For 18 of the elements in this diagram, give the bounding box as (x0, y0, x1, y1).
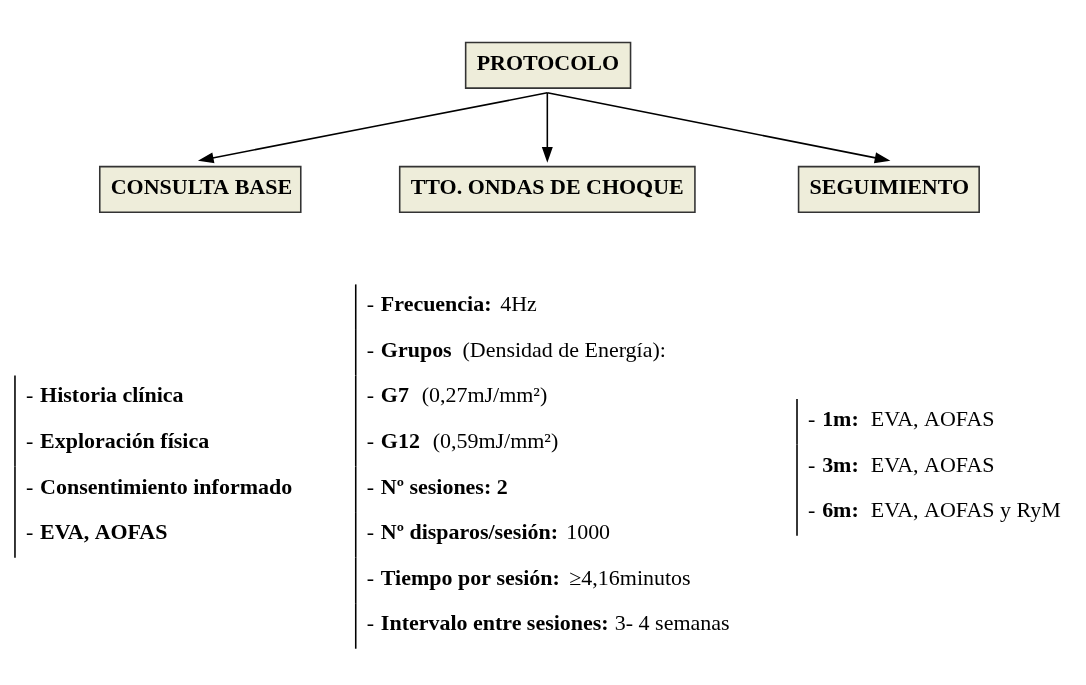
node-label: - 6m: EVA, AOFAS y RyM (808, 497, 1061, 523)
node-label: - Frecuencia: 4Hz (366, 291, 537, 317)
node-label: - G12 (0,59mJ/mm²) (366, 428, 559, 454)
node-label: - Historia clínica (25, 382, 184, 408)
node-label: - Nº disparos/sesión: 1000 (366, 519, 611, 545)
node-label: - Consentimiento informado (25, 473, 293, 499)
node-label: - 1m: EVA, AOFAS (808, 406, 995, 432)
node-label: - Nº sesiones: 2 (366, 473, 508, 499)
arrow (541, 92, 553, 163)
node-label: - Tiempo por sesión: ≥4,16minutos (366, 564, 691, 590)
arrow (546, 92, 891, 164)
node-label: - Intervalo entre sesiones: 3- 4 semanas (366, 610, 730, 636)
node-label: - EVA, AOFAS (25, 519, 168, 545)
node-label: - G7 (0,27mJ/mm²) (366, 382, 548, 408)
node-label: - Exploración física (25, 428, 210, 454)
arrow (197, 92, 549, 164)
node-label: - Grupos (Densidad de Energía): (366, 336, 666, 362)
node-label: - 3m: EVA, AOFAS (808, 451, 995, 477)
